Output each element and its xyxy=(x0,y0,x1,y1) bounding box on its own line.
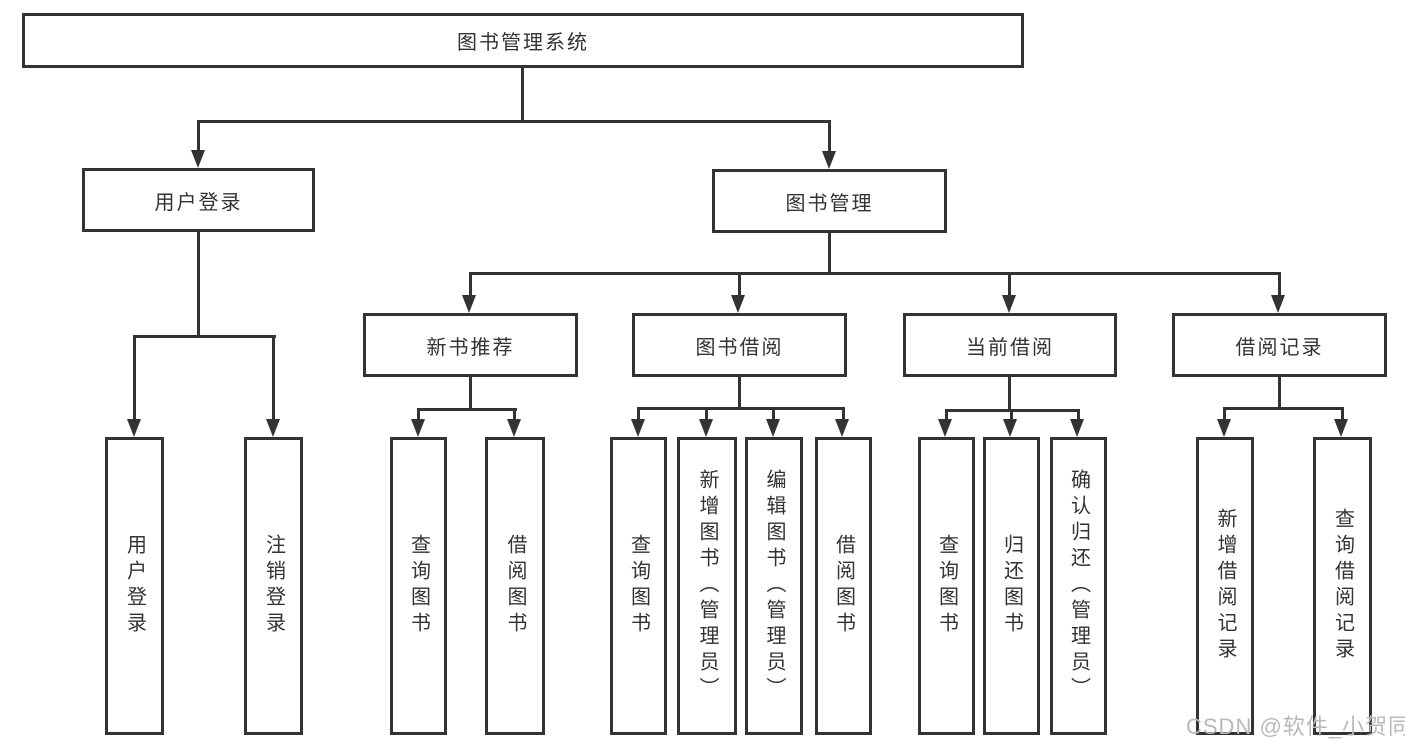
connector-line xyxy=(197,120,200,152)
node-book-management: 图书管理 xyxy=(712,169,947,233)
arrow-down-icon xyxy=(1334,419,1348,437)
connector-line xyxy=(1223,407,1343,410)
connector-line xyxy=(1278,375,1281,409)
arrow-down-icon xyxy=(462,295,476,313)
connector-line xyxy=(945,409,948,421)
connector-line xyxy=(417,408,517,411)
arrow-down-icon xyxy=(766,419,780,437)
connector-line xyxy=(513,408,516,421)
arrow-down-icon xyxy=(731,295,745,313)
connector-line xyxy=(1278,272,1281,297)
leaf-return-book: 归还图书 xyxy=(983,437,1040,735)
connector-line xyxy=(1010,409,1013,421)
connector-line xyxy=(469,272,472,297)
arrow-down-icon xyxy=(938,419,952,437)
leaf-confirm-return-admin-label: 确认归还（管理员） xyxy=(1067,469,1090,703)
connector-line xyxy=(1223,407,1226,421)
arrow-down-icon xyxy=(1217,419,1231,437)
connector-line xyxy=(1077,409,1080,421)
arrow-down-icon xyxy=(266,419,280,437)
connector-line xyxy=(705,407,708,421)
node-borrow-record: 借阅记录 xyxy=(1172,313,1387,377)
leaf-borrow-book-label: 借阅图书 xyxy=(832,534,855,638)
node-new-book-recommend: 新书推荐 xyxy=(363,313,578,377)
connector-line xyxy=(133,335,276,338)
connector-line xyxy=(738,272,741,297)
leaf-user-login-label: 用户登录 xyxy=(123,534,146,638)
leaf-borrow-book: 借阅图书 xyxy=(815,437,872,735)
leaf-query-book-recommend-label: 查询图书 xyxy=(407,534,430,638)
arrow-down-icon xyxy=(835,419,849,437)
node-user-login-label: 用户登录 xyxy=(154,191,243,214)
connector-line xyxy=(1008,272,1011,297)
connector-line xyxy=(417,408,420,421)
node-book-management-label: 图书管理 xyxy=(785,192,874,215)
leaf-query-book-borrow-label: 查询图书 xyxy=(627,534,650,638)
leaf-borrow-book-recommend-label: 借阅图书 xyxy=(504,534,526,638)
connector-line xyxy=(197,230,200,337)
node-root: 图书管理系统 xyxy=(22,13,1024,68)
leaf-query-borrow-record-label: 查询借阅记录 xyxy=(1331,508,1354,664)
leaf-return-book-label: 归还图书 xyxy=(1000,534,1023,638)
leaf-query-book-borrow: 查询图书 xyxy=(610,437,667,735)
arrow-down-icon xyxy=(191,150,205,168)
leaf-add-borrow-record: 新增借阅记录 xyxy=(1196,437,1254,735)
arrow-down-icon xyxy=(1003,419,1017,437)
node-book-borrow: 图书借阅 xyxy=(632,313,847,377)
connector-line xyxy=(272,335,275,421)
leaf-query-borrow-record: 查询借阅记录 xyxy=(1313,437,1372,735)
node-user-login: 用户登录 xyxy=(82,168,315,232)
connector-line xyxy=(828,231,831,274)
arrow-down-icon xyxy=(699,419,713,437)
leaf-edit-book-admin-label: 编辑图书（管理员） xyxy=(763,469,785,703)
arrow-down-icon xyxy=(1070,419,1084,437)
arrow-down-icon xyxy=(411,419,425,437)
leaf-query-book-recommend: 查询图书 xyxy=(390,437,447,735)
node-root-label: 图书管理系统 xyxy=(457,32,589,54)
connector-line xyxy=(521,66,524,120)
leaf-logout-label: 注销登录 xyxy=(262,534,285,638)
node-book-borrow-label: 图书借阅 xyxy=(695,336,784,359)
connector-line xyxy=(637,407,844,410)
node-current-borrow-label: 当前借阅 xyxy=(966,336,1054,359)
connector-line xyxy=(469,375,472,410)
arrow-down-icon xyxy=(822,151,836,169)
arrow-down-icon xyxy=(1002,295,1016,313)
leaf-borrow-book-recommend: 借阅图书 xyxy=(485,437,545,735)
connector-line xyxy=(738,375,741,409)
arrow-down-icon xyxy=(1271,295,1285,313)
connector-line xyxy=(1341,407,1344,421)
arrow-down-icon xyxy=(631,419,645,437)
connector-line xyxy=(133,335,136,421)
connector-line xyxy=(637,407,640,421)
watermark: CSDN @软件_小贺同学 xyxy=(1186,714,1405,739)
arrow-down-icon xyxy=(507,419,521,437)
arrow-down-icon xyxy=(127,419,141,437)
connector-line xyxy=(828,120,831,153)
connector-line xyxy=(197,120,831,123)
leaf-add-book-admin-label: 新增图书（管理员） xyxy=(696,469,718,703)
leaf-add-borrow-record-label: 新增借阅记录 xyxy=(1214,508,1236,664)
node-borrow-record-label: 借阅记录 xyxy=(1235,336,1324,359)
connector-line xyxy=(469,272,1281,275)
connector-line xyxy=(842,407,845,421)
leaf-edit-book-admin: 编辑图书（管理员） xyxy=(745,437,803,735)
node-current-borrow: 当前借阅 xyxy=(903,313,1117,377)
connector-line xyxy=(772,407,775,421)
leaf-add-book-admin: 新增图书（管理员） xyxy=(677,437,737,735)
leaf-user-login: 用户登录 xyxy=(105,437,164,735)
leaf-logout: 注销登录 xyxy=(244,437,303,735)
leaf-confirm-return-admin: 确认归还（管理员） xyxy=(1050,437,1107,735)
node-new-book-recommend-label: 新书推荐 xyxy=(426,336,515,359)
leaf-query-book-current-label: 查询图书 xyxy=(935,534,958,638)
connector-line xyxy=(1008,375,1011,411)
leaf-query-book-current: 查询图书 xyxy=(918,437,975,735)
